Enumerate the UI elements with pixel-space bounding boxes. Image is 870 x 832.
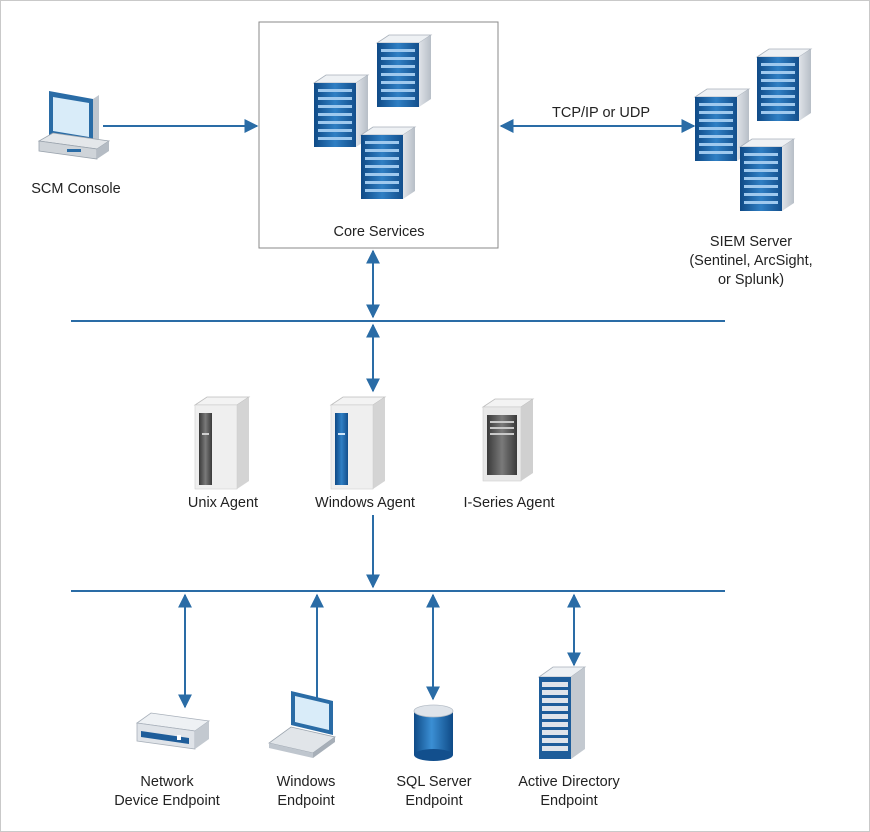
windows-endpoint-label: Windows Endpoint [251,773,361,811]
siem-label-line3: or Splunk) [717,272,785,288]
unix-agent-icon [193,396,251,490]
rack-server-icon [537,666,587,759]
database-icon [413,704,454,761]
network-endpoint-label: Network Device Endpoint [97,773,237,811]
network-endpoint-line1: Network [140,774,194,790]
ad-endpoint-line1: Active Directory [518,774,620,790]
sql-endpoint-label: SQL Server Endpoint [379,773,489,811]
windows-endpoint-line1: Windows [276,774,336,790]
network-endpoint-line2: Device Endpoint [114,793,220,809]
iseries-agent-icon [481,398,535,482]
sql-endpoint-line1: SQL Server [396,774,472,790]
core-services-label: Core Services [333,224,425,240]
tcp-ip-udp-label: TCP/IP or UDP [551,105,651,121]
sql-endpoint-line2: Endpoint [405,793,463,809]
unix-agent-label: Unix Agent [187,495,259,511]
siem-label-line1: SIEM Server [709,234,793,250]
ad-endpoint-line2: Endpoint [540,793,598,809]
laptop-icon [268,691,336,758]
siem-server-label: SIEM Server (Sentinel, ArcSight, or Splu… [666,233,836,290]
scm-console-label: SCM Console [31,181,121,197]
windows-agent-icon [329,396,387,490]
ad-endpoint-label: Active Directory Endpoint [499,773,639,811]
windows-endpoint-line2: Endpoint [277,793,335,809]
windows-agent-label: Windows Agent [315,495,415,511]
network-device-icon [135,712,211,750]
iseries-agent-label: I-Series Agent [463,495,555,511]
desktop-computer-icon [37,91,111,160]
siem-label-line2: (Sentinel, ArcSight, [689,253,813,269]
siem-server-icon [694,48,812,212]
